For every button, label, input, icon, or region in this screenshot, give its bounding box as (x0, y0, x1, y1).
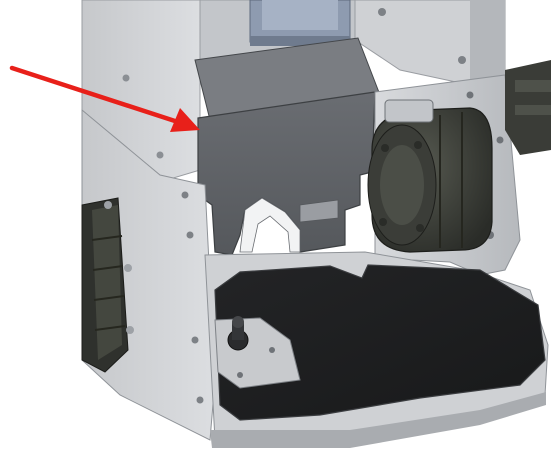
far-right-motor (505, 60, 551, 155)
gear-motor (367, 99, 493, 253)
blue-component (249, 0, 351, 46)
black-tray (214, 264, 546, 421)
arrow-pointer-icon (9, 65, 200, 132)
dark-bracket (194, 37, 381, 256)
stepper-motor (81, 197, 134, 373)
